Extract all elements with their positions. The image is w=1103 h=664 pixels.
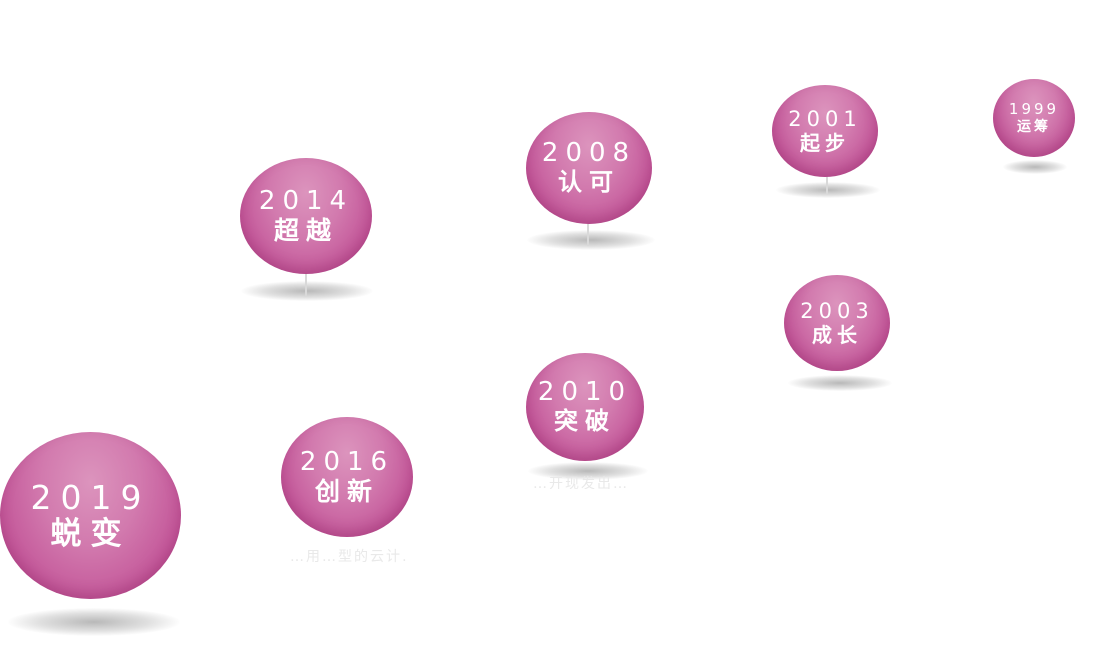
milestone-2010-shadow [528,462,648,480]
milestone-2008-year: 2008 [541,138,637,169]
milestone-2003-year: 2003 [800,299,874,324]
milestone-2010-year: 2010 [537,377,633,408]
milestone-2010-bubble[interactable]: 2010 突破 [526,353,644,461]
milestone-2019-bubble[interactable]: 2019 蜕变 [0,432,181,599]
milestone-2016-hidden-text: …用…型的云计… [290,549,408,564]
milestone-2016-label: 创新 [314,476,379,506]
milestone-1999-shadow [1003,160,1067,174]
milestone-2010-hidden-text: …开现发出… [533,476,629,489]
milestone-2010-label: 突破 [554,407,616,436]
milestone-2001-bubble[interactable]: 2001 起步 [772,85,878,177]
milestone-2014-stem [305,272,307,296]
milestone-2003-label: 成长 [812,322,862,347]
milestone-2008-stem [587,222,589,246]
milestone-2016-year: 2016 [299,446,395,477]
milestone-2014-bubble[interactable]: 2014 超越 [240,158,372,274]
milestone-2014-label: 超越 [273,215,338,245]
milestone-2008-bubble[interactable]: 2008 认可 [526,112,652,224]
milestone-2001-label: 起步 [800,130,850,155]
milestone-2001-stem [826,176,828,194]
milestone-2001-shadow [776,182,880,198]
milestone-2019-label: 蜕变 [50,515,131,552]
milestone-2014-year: 2014 [258,185,354,216]
milestone-2003-shadow [788,375,892,391]
milestone-1999-bubble[interactable]: 1999 运筹 [993,79,1075,157]
milestone-2003-bubble[interactable]: 2003 成长 [784,275,890,371]
milestone-1999-label: 运筹 [1017,118,1051,135]
milestone-2019-year: 2019 [30,477,151,517]
milestone-1999-year: 1999 [1008,100,1060,119]
milestone-2008-shadow [527,230,655,250]
milestone-2019-shadow [8,608,180,636]
milestone-2008-label: 认可 [558,168,620,197]
milestone-2016-bubble[interactable]: 2016 创新 [281,417,413,537]
milestone-2014-shadow [241,281,373,301]
milestone-2001-year: 2001 [788,107,862,132]
